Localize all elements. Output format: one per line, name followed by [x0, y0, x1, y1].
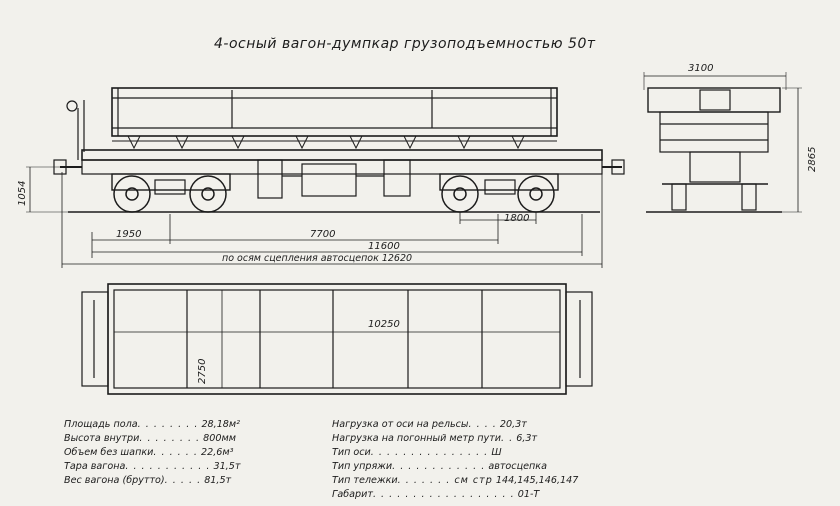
spec-row: Тип тележки. . . . . . . см стр 144,145,…	[332, 475, 579, 486]
dim-body-length-10250: 10250	[368, 319, 400, 330]
spec-row: Тара вагона. . . . . . . . . . . 31,5т	[64, 461, 241, 472]
side-elevation	[26, 87, 625, 213]
dim-body-width-2750: 2750	[197, 358, 208, 384]
spec-row: Тип оси. . . . . . . . . . . . . . . Ш	[332, 447, 502, 458]
spec-row: Вес вагона (брутто). . . . . 81,5т	[64, 475, 232, 486]
dim-base-7700: 7700	[310, 229, 336, 240]
dim-height-2865: 2865	[807, 146, 818, 172]
plan-view	[81, 283, 593, 395]
drawing-title: 4-осный вагон-думпкар грузоподъемностью …	[214, 36, 596, 52]
dim-coupler-length: по осям сцепления автосцепок 12620	[222, 253, 413, 264]
spec-row: Площадь пола. . . . . . . . 28,18м²	[64, 419, 240, 430]
spec-row: Тип упряжи. . . . . . . . . . . . автосц…	[332, 461, 547, 472]
spec-row: Габарит. . . . . . . . . . . . . . . . .…	[332, 489, 540, 500]
dim-height-1054: 1054	[17, 180, 28, 206]
dim-base-1800: 1800	[504, 213, 530, 224]
end-view	[643, 72, 802, 213]
dim-length-11600: 11600	[368, 241, 400, 252]
spec-row: Объем без шапки. . . . . . 22,6м³	[64, 447, 234, 458]
spec-row: Нагрузка на погонный метр пути. . 6,3т	[332, 433, 538, 444]
dim-width-3100: 3100	[688, 63, 714, 74]
dim-offset-1950: 1950	[116, 229, 142, 240]
dimension-lines	[61, 172, 603, 268]
spec-row: Высота внутри. . . . . . . . 800мм	[64, 433, 236, 444]
spec-row: Нагрузка от оси на рельсы. . . . 20,3т	[332, 419, 527, 430]
